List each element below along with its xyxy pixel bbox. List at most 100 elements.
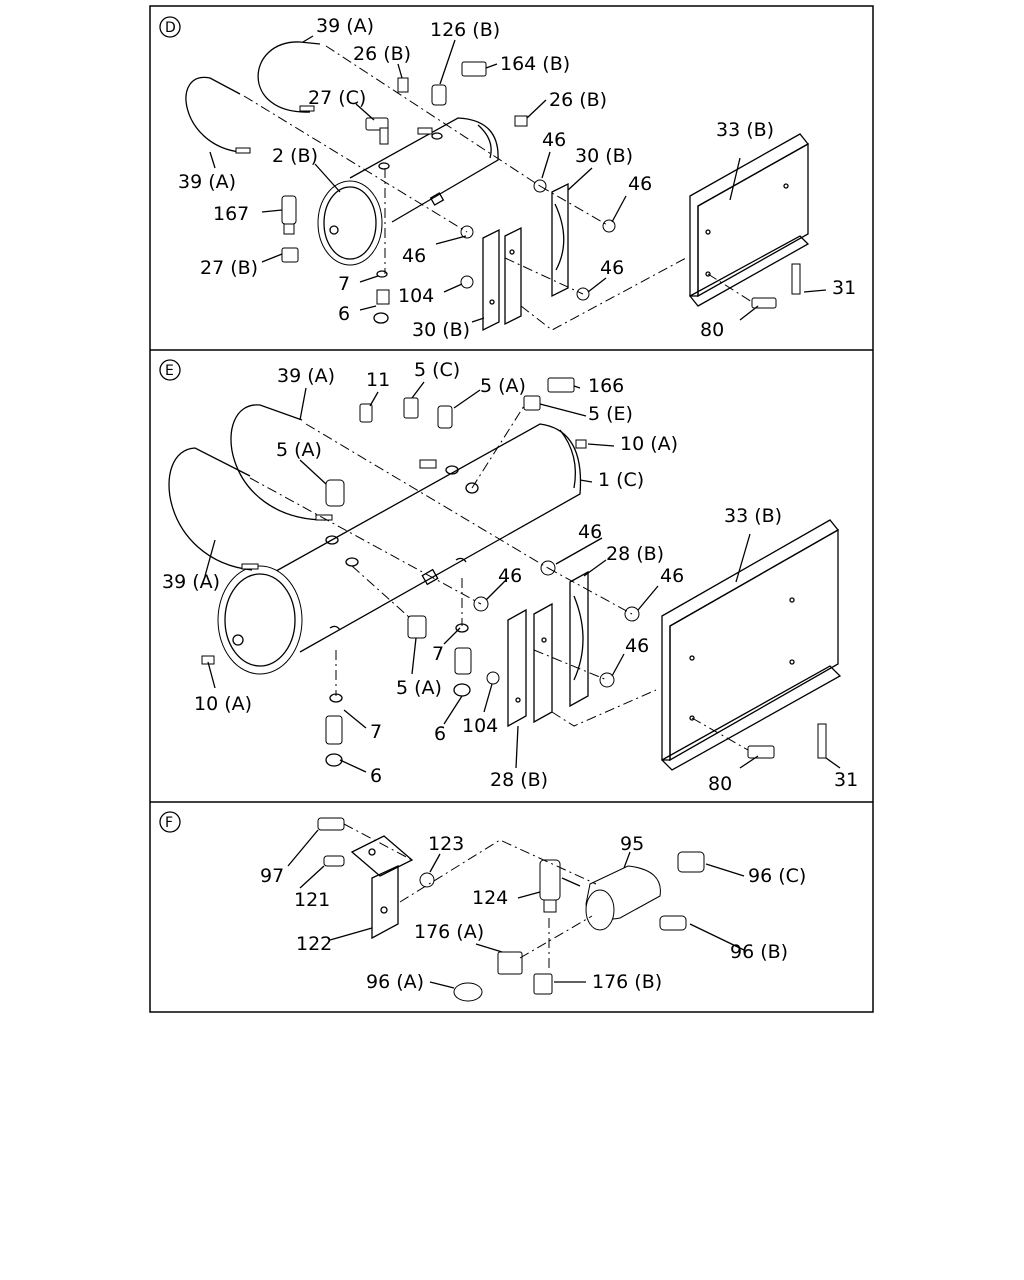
label-5c: 5 (C) [414,359,460,381]
label-6-mid: 6 [434,723,446,745]
panel-e-marker-circle [159,359,181,381]
label-167: 167 [213,203,249,225]
label-39a-left: 39 (A) [162,571,220,593]
label-39a-left: 39 (A) [178,171,236,193]
label-39a-top: 39 (A) [277,365,335,387]
label-97: 97 [260,865,284,887]
guide-line-d6 [520,257,687,331]
label-31: 31 [834,769,858,791]
panel-e-marker: E [165,363,174,379]
guide-line-f3 [519,915,593,959]
label-104: 104 [398,285,434,307]
guide-line-f4 [343,823,413,861]
leader-lines-d [209,35,827,323]
label-6: 6 [338,303,350,325]
bracket-30b-d [482,182,569,332]
guide-line-e9 [691,717,749,751]
label-33b: 33 (B) [716,119,774,141]
label-26b-right: 26 (B) [549,89,607,111]
guide-line-d2 [243,95,468,233]
guide-line-d7 [707,273,753,303]
hose-39a-e [168,404,333,571]
label-46-b: 46 [498,565,522,587]
diagram-frame [149,5,874,1013]
panel-f-marker-circle [159,811,181,833]
label-123: 123 [428,833,464,855]
label-80: 80 [708,773,732,795]
label-11: 11 [366,369,390,391]
label-96a: 96 (A) [366,971,424,993]
label-46-a: 46 [578,521,602,543]
label-46-c: 46 [660,565,684,587]
label-80: 80 [700,319,724,341]
panel-f-marker: F [165,815,173,831]
tank-fittings-e [201,377,587,665]
label-176a: 176 (A) [414,921,484,943]
label-5a-bottom: 5 (A) [396,677,442,699]
valve-95 [585,851,705,931]
label-30b-bottom: 30 (B) [412,319,470,341]
label-166: 166 [588,375,624,397]
label-7: 7 [338,273,350,295]
label-176b: 176 (B) [592,971,662,993]
panel-d-marker-circle [159,16,181,38]
label-96b: 96 (B) [730,941,788,963]
label-27c: 27 (C) [308,87,366,109]
label-7-bottom: 7 [370,721,382,743]
guide-line-e7 [533,649,608,681]
label-126b: 126 (B) [430,19,500,41]
label-2b: 2 (B) [272,145,318,167]
guide-line-e2 [249,477,482,605]
label-30b-top: 30 (B) [575,145,633,167]
guide-line-e1 [305,423,549,569]
panel-f: F [159,811,806,1002]
label-46-b: 46 [628,173,652,195]
label-96c: 96 (C) [748,865,806,887]
air-tank-1c [217,423,582,675]
label-5e: 5 (E) [588,403,633,425]
label-121: 121 [294,889,330,911]
label-27b: 27 (B) [200,257,258,279]
bracket-122-assembly [317,817,435,940]
panel-d-marker: D [165,20,176,36]
label-46-a: 46 [542,129,566,151]
guide-line-e10 [471,405,525,489]
label-46-d: 46 [625,635,649,657]
label-28b-bottom: 28 (B) [490,769,548,791]
guide-line-e8 [551,689,657,727]
label-26b-top: 26 (B) [353,43,411,65]
label-33b: 33 (B) [724,505,782,527]
label-122: 122 [296,933,332,955]
panel-e: E [159,359,858,795]
drain-valve-d [281,195,390,324]
label-6-bottom: 6 [370,765,382,787]
label-46-d: 46 [600,257,624,279]
air-tank-2b [317,117,499,266]
fittings-176-96a [453,951,553,1002]
bracket-33b-d [689,133,810,309]
label-164b: 164 (B) [500,53,570,75]
label-124: 124 [472,887,508,909]
leader-lines-f [287,829,745,989]
leader-lines-e [204,381,841,773]
guide-line-d5 [539,185,610,227]
label-28b-top: 28 (B) [606,543,664,565]
label-46-c: 46 [402,245,426,267]
panel-d: D [159,15,856,341]
guide-line-f1 [399,839,597,903]
switch-124 [539,859,581,913]
guide-line-e3 [351,565,411,619]
label-1c: 1 (C) [598,469,644,491]
guide-line-e6 [547,567,633,615]
label-31: 31 [832,277,856,299]
label-104: 104 [462,715,498,737]
tank-fittings-d [365,61,528,170]
label-5a-left: 5 (A) [276,439,322,461]
label-10a-left: 10 (A) [194,693,252,715]
guide-line-d4 [504,257,584,295]
hose-39a-d [185,41,321,154]
label-7-mid: 7 [432,643,444,665]
nuts-46-d [460,179,616,301]
bracket-33b-e [660,519,842,771]
